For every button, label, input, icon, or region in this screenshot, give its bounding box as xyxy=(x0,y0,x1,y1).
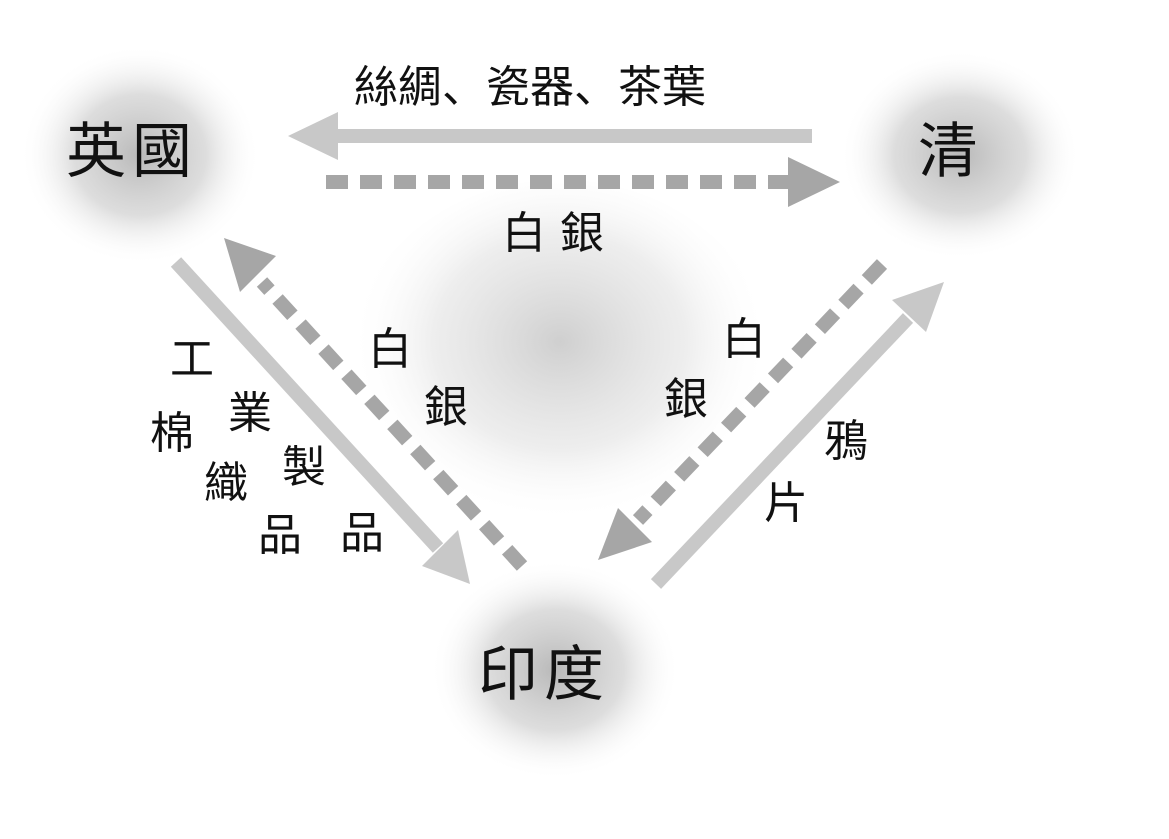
india-glow xyxy=(430,560,680,780)
label-opium-char-1: 鴉 xyxy=(824,416,868,467)
arrow-india-to-qing xyxy=(650,282,944,589)
label-silver-india-britain-1: 白 xyxy=(368,324,412,375)
arrow-qing-to-india xyxy=(598,259,888,560)
center-glow xyxy=(350,180,770,540)
label-silk-porcelain-tea: 絲綢、瓷器、茶葉 xyxy=(354,62,706,113)
qing-glow xyxy=(840,50,1080,260)
label-cotton-char-5: 織 xyxy=(204,458,248,509)
britain-glow xyxy=(20,45,260,265)
label-cotton-char-1: 工 xyxy=(170,334,214,385)
label-silver-india-britain-2: 銀 xyxy=(424,382,468,433)
label-cotton-char-2: 業 xyxy=(228,388,272,439)
india-label: 印度 xyxy=(478,640,610,710)
arrow-britain-to-qing xyxy=(326,157,840,207)
label-cotton-char-3: 棉 xyxy=(150,408,194,459)
label-cotton-char-6: 品 xyxy=(340,508,384,559)
arrow-qing-to-britain xyxy=(288,112,812,160)
arrow-india-to-britain xyxy=(224,238,528,571)
label-cotton-char-4: 製 xyxy=(282,442,326,493)
label-opium-char-2: 片 xyxy=(764,478,808,529)
label-cotton-char-7: 品 xyxy=(258,510,302,561)
arrow-britain-to-india xyxy=(170,257,470,584)
label-silver-britain-to-qing: 白 銀 xyxy=(502,208,604,259)
britain-label: 英國 xyxy=(66,117,198,187)
label-silver-qing-india-1: 白 xyxy=(722,314,766,365)
qing-label: 清 xyxy=(918,117,984,187)
label-silver-qing-india-2: 銀 xyxy=(664,374,708,425)
